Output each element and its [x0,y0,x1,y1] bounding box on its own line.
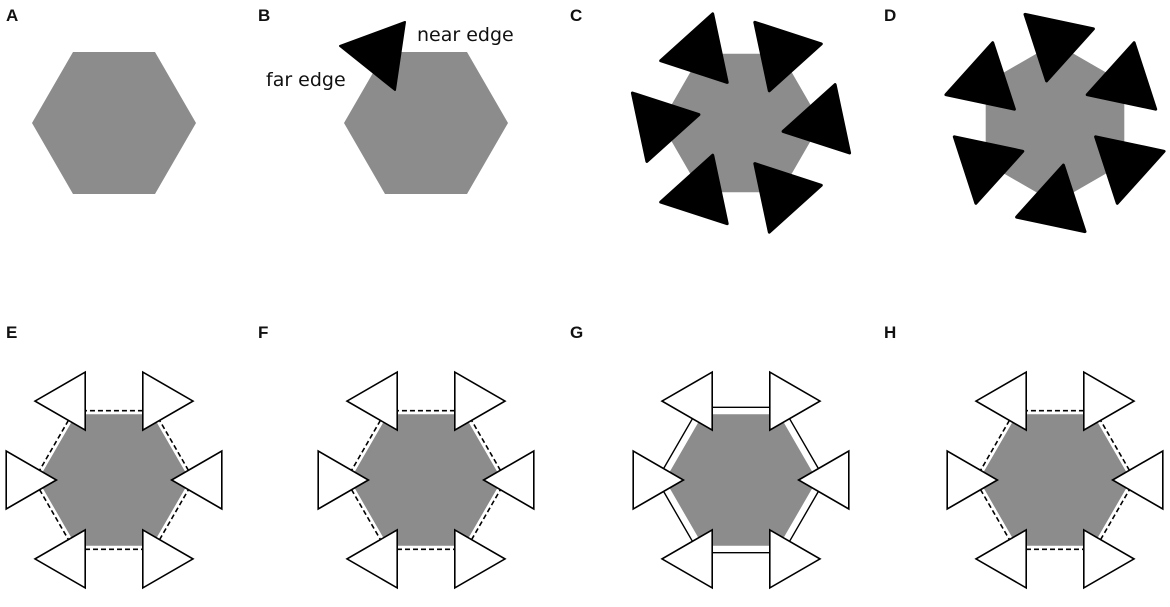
inducer-outline-h [946,449,999,511]
hexagon-e [38,414,190,546]
near-edge-label: near edge [417,24,514,46]
inducer-outline-h [974,528,1027,590]
inducer-triangle-d [1023,12,1095,83]
inducer-outline-e [33,528,86,590]
hexagon-c [661,53,821,193]
inducer-outline-e [170,449,223,511]
inducer-outline-g [660,528,714,590]
far-edge-label: far edge [266,69,346,91]
inducer-outline-f [345,370,399,432]
inducer-triangle-d [1094,135,1166,205]
inducer-outline-f [317,449,370,511]
hexagon-a [32,52,196,194]
inducer-outline-e [5,449,58,511]
panel-label-f: F [258,323,268,342]
inducer-triangle-c [659,153,729,226]
inducer-triangle-d [1085,41,1158,111]
inducer-outline-e [33,370,86,432]
inducer-outline-h [1083,528,1136,590]
inducer-outline-g [797,449,850,511]
inducer-triangle-b [339,21,406,91]
inducer-triangle-c [753,162,823,234]
inducer-outline-g [768,528,822,590]
inducer-outline-e [142,370,195,432]
inducer-triangle-c [753,20,823,93]
inducer-outline-f [453,528,507,590]
figure-shapes [5,12,1166,590]
inducer-outline-h [1111,449,1164,511]
panel-label-h: H [884,323,896,342]
panel-label-b: B [258,6,270,25]
inducer-outline-g [632,449,685,511]
hexagon-d [985,43,1125,203]
inducer-outline-h [974,370,1027,432]
panel-label-d: D [884,6,896,25]
inducer-triangle-d [944,41,1016,111]
inducer-outline-g [768,370,822,432]
inducer-outline-h [1083,370,1136,432]
panel-label-e: E [6,323,17,342]
panel-label-a: A [6,6,18,25]
hexagon-b [344,52,508,194]
inducer-outline-e [142,528,195,590]
inducer-triangle-c [781,83,852,155]
inducer-outline-g [660,370,714,432]
inducer-outline-f [453,370,507,432]
inducer-outline-f [482,449,535,511]
panel-label-c: C [570,6,582,25]
inducer-triangle-d [1015,163,1087,234]
hexagon-f [350,414,502,546]
hexagon-g [665,414,817,546]
inducer-outline-f [345,528,399,590]
inducer-triangle-c [659,12,729,84]
hexagon-h [979,414,1131,546]
inducer-triangle-d [952,135,1025,205]
panel-label-g: G [570,323,583,342]
inducer-triangle-c [630,91,701,163]
